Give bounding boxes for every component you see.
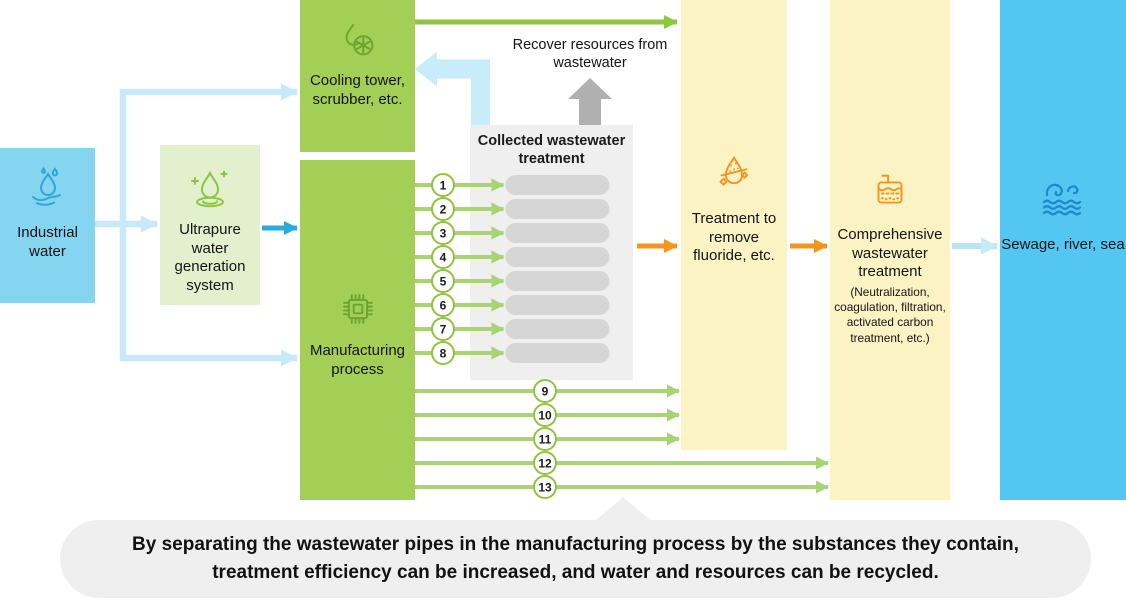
pipe-number-10: 10 — [538, 408, 552, 422]
collected-wastewater-panel: Collected wastewater treatment — [470, 125, 633, 380]
pipe-number-1: 1 — [440, 178, 447, 192]
comprehensive-treatment-box: Comprehensive wastewater treatment (Neut… — [830, 0, 950, 500]
speech-bubble: By separating the wastewater pipes in th… — [60, 520, 1091, 598]
pipe-number-circle-11 — [533, 427, 557, 451]
pipe-number-11: 11 — [539, 432, 552, 446]
pipe-number-circle-8 — [431, 341, 455, 365]
pipe-number-circle-12 — [533, 451, 557, 475]
collected-wastewater-title: Collected wastewater treatment — [477, 133, 626, 168]
pipe-number-circle-6 — [431, 293, 455, 317]
pipe-number-circle-1 — [431, 173, 455, 197]
comprehensive-treatment-label: Comprehensive wastewater treatment — [837, 226, 943, 281]
ultrapure-water-box: Ultrapure water generation system — [160, 145, 260, 305]
pipe-number-13: 13 — [538, 480, 552, 494]
sewage-river-sea-label: Sewage, river, sea — [1001, 236, 1125, 253]
recover-resources-note: Recover resources from wastewater — [512, 37, 668, 72]
pipe-number-circle-3 — [431, 221, 455, 245]
water-drop-ripple-icon — [31, 166, 61, 206]
pure-water-drop-icon — [191, 170, 228, 208]
sewage-river-sea-box: Sewage, river, sea — [1000, 0, 1126, 500]
fluoride-treatment-label: Treatment to remove fluoride, etc. — [691, 210, 777, 265]
pipe-number-circle-7 — [431, 317, 455, 341]
comprehensive-treatment-sublabel: (Neutralization, coagulation, filtration… — [834, 284, 946, 345]
pipe-number-7: 7 — [440, 322, 447, 336]
pipe-number-circle-4 — [431, 245, 455, 269]
chip-icon — [342, 294, 373, 324]
pipe-number-circle-10 — [533, 403, 557, 427]
recover-resources-up-arrow — [568, 78, 612, 125]
pipe-number-4: 4 — [440, 250, 447, 264]
pipe-number-circle-9 — [533, 379, 557, 403]
pipe-number-circle-5 — [431, 269, 455, 293]
pipe-number-circle-13 — [533, 475, 557, 499]
pipe-number-circle-2 — [431, 197, 455, 221]
fluoride-removal-drop-icon — [719, 155, 749, 186]
industrial-water-label: Industrial water — [17, 224, 78, 260]
industrial-water-box: Industrial water — [0, 148, 95, 303]
pipe-number-2: 2 — [440, 202, 447, 216]
flow-recycle-to-cooling-elbow — [434, 59, 490, 125]
speech-bubble-tail — [595, 497, 651, 521]
ultrapure-water-label: Ultrapure water generation system — [174, 221, 246, 294]
flow-recycle-arrowhead — [415, 51, 437, 87]
manufacturing-process-box: Manufacturing process — [300, 160, 415, 500]
pipe-number-5: 5 — [440, 274, 447, 288]
pipe-number-9: 9 — [542, 384, 549, 398]
pipe-number-12: 12 — [538, 456, 552, 470]
summary-note: By separating the wastewater pipes in th… — [132, 534, 1019, 583]
pipe-number-6: 6 — [440, 298, 447, 312]
sea-wave-icon — [1042, 183, 1082, 216]
fluoride-treatment-box: Treatment to remove fluoride, etc. — [681, 0, 787, 450]
treatment-tank-icon — [877, 174, 903, 204]
cooling-tower-box: Cooling tower, scrubber, etc. — [300, 0, 415, 152]
cooling-drop-snowflake-icon — [345, 23, 373, 56]
pipe-number-3: 3 — [440, 226, 447, 240]
pipe-number-8: 8 — [440, 346, 447, 360]
cooling-tower-label: Cooling tower, scrubber, etc. — [309, 72, 406, 108]
manufacturing-process-label: Manufacturing process — [309, 342, 406, 378]
